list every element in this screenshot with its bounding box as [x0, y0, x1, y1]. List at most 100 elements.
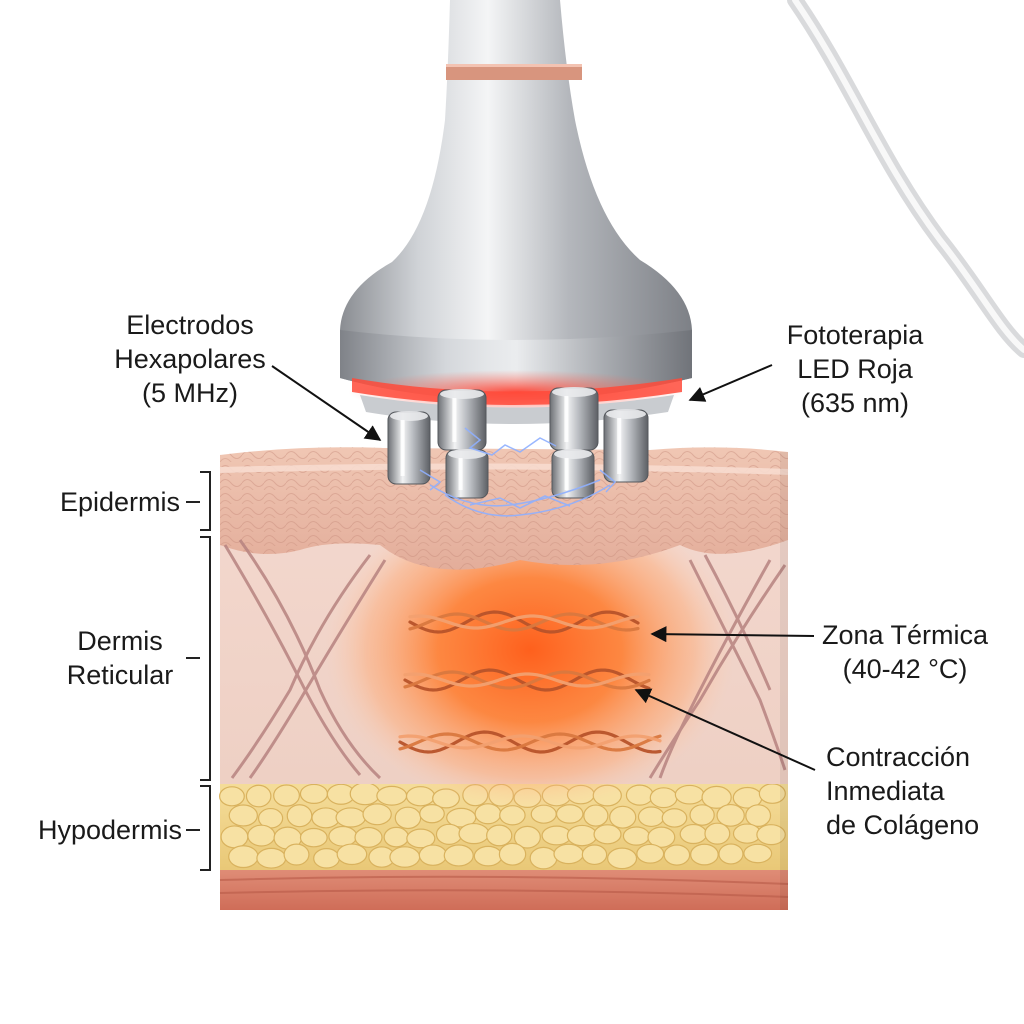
dermis-label: Dermis Reticular [55, 624, 185, 692]
fat-cell-icon [299, 827, 328, 848]
thermal-zone-label: Zona Térmica (40-42 °C) [815, 618, 995, 686]
fat-cell-icon [394, 806, 422, 830]
thermal-arrow [650, 626, 815, 643]
fat-cell-icon [283, 843, 310, 866]
collagen-label-line2: Inmediata [826, 776, 945, 806]
epidermis-label-text: Epidermis [59, 487, 180, 517]
fat-cell-icon [661, 808, 688, 828]
led-label: Fototerapia LED Roja (635 nm) [770, 318, 940, 420]
fat-cell-icon [756, 824, 786, 846]
epidermis-bracket [186, 471, 211, 531]
collagen-fiber-icon [398, 734, 662, 750]
dermal-fibers [223, 539, 787, 780]
fat-cell-icon [583, 804, 609, 827]
electrode-pin-icon [549, 387, 599, 451]
fat-cell-icon [406, 828, 436, 849]
fat-cell-icon [383, 826, 410, 848]
collagen-fiber-icon [403, 670, 651, 690]
thermal-zone [325, 490, 735, 810]
fat-cell-icon [328, 825, 358, 847]
fat-cell-icon [247, 824, 276, 847]
fat-cell-icon [647, 826, 676, 848]
collagen-fibers [398, 610, 662, 754]
callout-arrows [271, 364, 816, 771]
fat-cell-icon [704, 822, 731, 845]
fat-cell-icon [458, 822, 490, 845]
thermal-zone-label-line1: Zona Térmica [821, 620, 989, 650]
electrodes-label-line2: Hexapolares [114, 344, 266, 374]
fat-cell-icon [607, 847, 638, 870]
fat-cell-icon [362, 803, 392, 826]
fat-cell-icon [636, 843, 665, 864]
rf-discharges [419, 427, 617, 517]
fat-cell-icon [622, 826, 651, 846]
fat-cell-icon [541, 825, 572, 846]
collagen-label-line1: Contracción [826, 742, 971, 772]
muscle-layer [220, 868, 788, 910]
fat-cell-icon [486, 824, 513, 847]
fat-cell-icon [649, 787, 678, 809]
led-arrow [688, 364, 773, 402]
collagen-fiber-icon [408, 610, 640, 634]
electrodes-label: Electrodos Hexapolares (5 MHz) [100, 308, 280, 410]
fat-cell-icon [389, 846, 421, 868]
fat-cells [218, 782, 786, 870]
copper-band [446, 66, 582, 80]
dermis-bracket [186, 536, 211, 781]
fat-cell-icon [311, 807, 341, 829]
collagen-label-line3: de Colágeno [826, 810, 980, 840]
fat-cell-icon [690, 843, 719, 866]
fat-cell-icon [349, 782, 381, 806]
fat-cell-icon [718, 843, 744, 865]
electrode-pin-icon [603, 409, 649, 483]
fat-cell-icon [218, 786, 245, 807]
fat-cell-icon [689, 804, 715, 826]
fat-cell-icon [609, 805, 637, 829]
thermal-zone-label-line2: (40-42 °C) [842, 654, 968, 684]
electrode-pin-icon [445, 449, 489, 499]
fat-cell-icon [256, 847, 287, 869]
collagen-fiber-icon [398, 732, 662, 752]
electrodes-label-line1: Electrodos [126, 310, 254, 340]
fat-cell-icon [273, 784, 300, 807]
rf-handpiece-icon [340, 0, 692, 424]
collagen-label: Contracción Inmediata de Colágeno [826, 740, 1016, 842]
fat-cell-icon [435, 823, 463, 845]
fat-cell-icon [336, 843, 368, 866]
dermis-label-line2: Reticular [66, 660, 174, 690]
electrodes-arrow [271, 365, 382, 441]
fat-cell-icon [581, 844, 608, 866]
fat-cell-icon [716, 803, 745, 827]
fat-cell-icon [220, 825, 249, 849]
fat-cell-icon [228, 845, 259, 869]
skin-cross-section [218, 447, 789, 910]
fat-cell-icon [228, 804, 258, 827]
fat-cell-icon [418, 844, 448, 866]
collagen-fiber-icon [398, 730, 662, 754]
fat-cell-icon [354, 826, 383, 848]
fat-cell-icon [513, 825, 541, 849]
collagen-fiber-icon [408, 614, 640, 630]
dermis-label-line1: Dermis [77, 626, 163, 656]
fat-cell-icon [674, 784, 705, 805]
electrode-pin-icon [387, 411, 431, 485]
led-label-line2: LED Roja [797, 354, 913, 384]
fat-cell-icon [299, 783, 329, 804]
fat-cell-icon [745, 804, 772, 828]
fat-cell-icon [663, 844, 691, 866]
fat-cell-icon [529, 846, 558, 870]
fat-cell-icon [593, 824, 622, 845]
collagen-arrow [634, 688, 816, 771]
fat-cell-icon [701, 785, 732, 809]
electrodes-label-line3: (5 MHz) [142, 378, 238, 408]
fat-cell-icon [553, 843, 584, 865]
fat-cell-icon [443, 844, 474, 867]
fat-cell-icon [566, 824, 598, 847]
led-label-line3: (635 nm) [800, 388, 910, 418]
fat-cell-icon [376, 785, 408, 806]
fat-cell-icon [679, 823, 708, 845]
fat-cell-icon [498, 842, 527, 866]
fat-cell-icon [419, 804, 445, 824]
led-label-line1: Fototerapia [786, 320, 924, 350]
